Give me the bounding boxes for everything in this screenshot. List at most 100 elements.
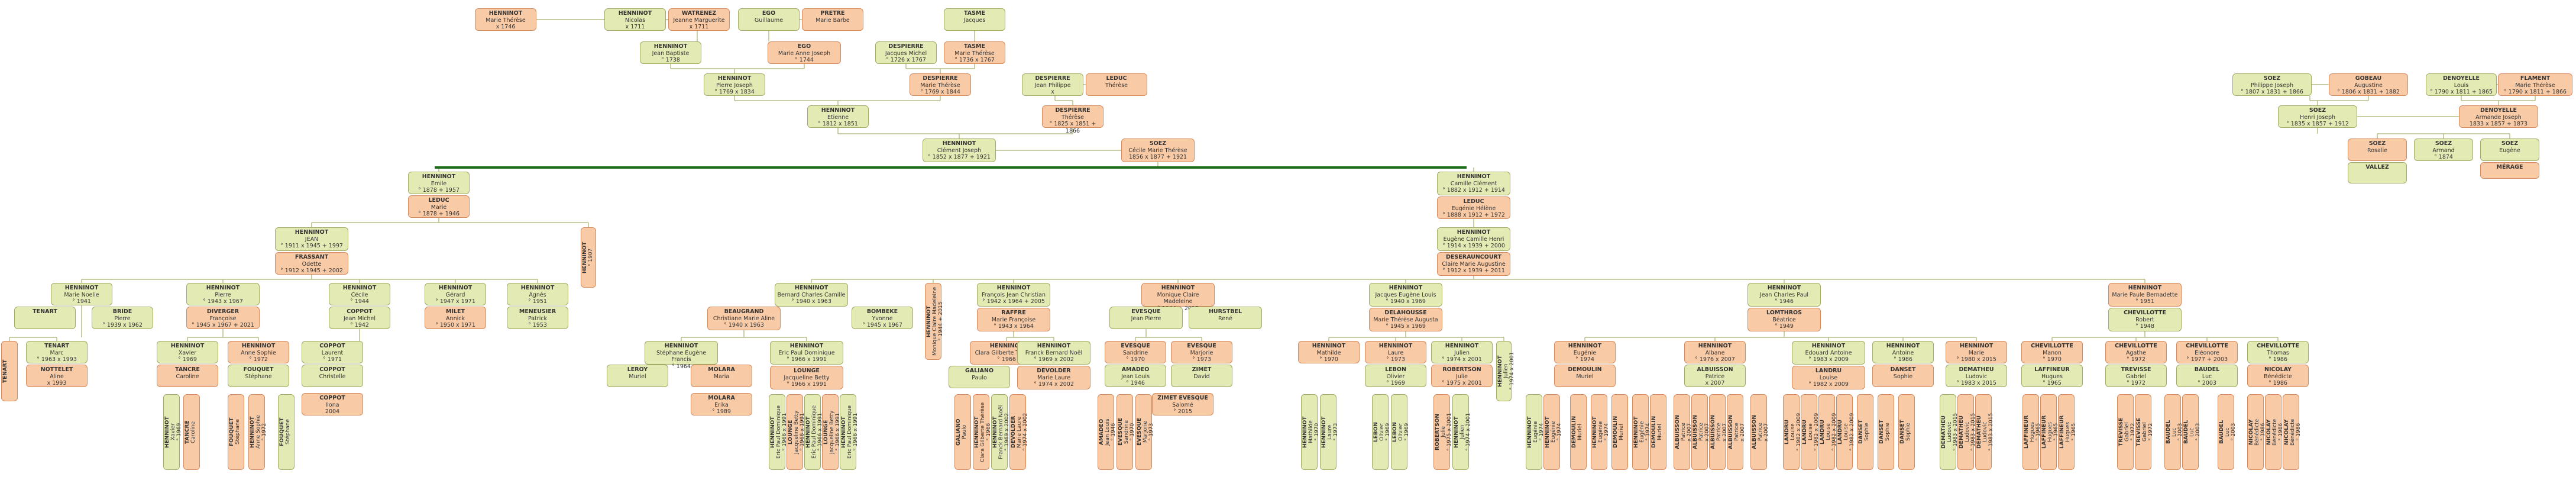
person-box[interactable]: TENART bbox=[1, 341, 18, 401]
person-box[interactable]: VALLEZ bbox=[2348, 162, 2407, 183]
